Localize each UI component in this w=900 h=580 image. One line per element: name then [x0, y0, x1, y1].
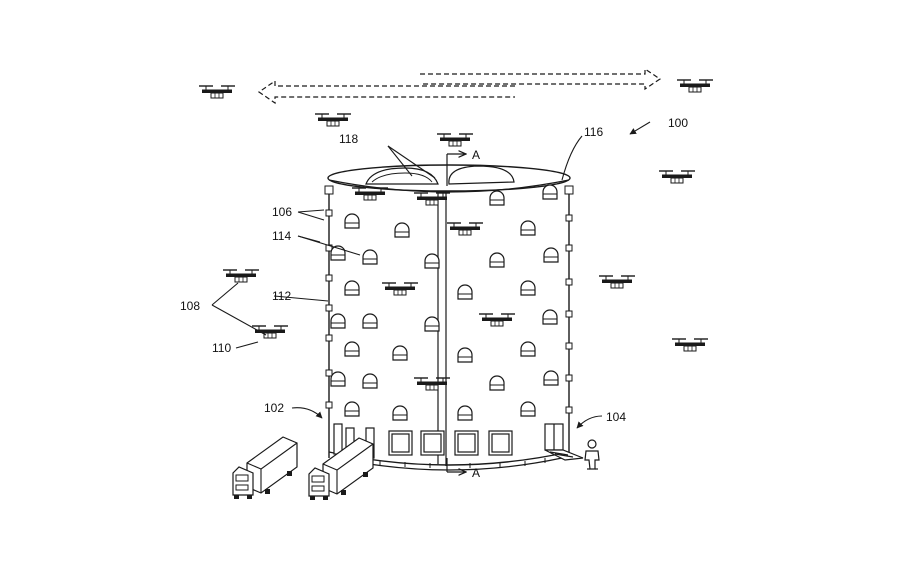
- section-line: [446, 154, 466, 472]
- drone-icon: [436, 133, 474, 147]
- numeral-110: 110: [212, 341, 231, 355]
- drone-icon: [671, 338, 709, 352]
- drone-icon: [251, 325, 289, 339]
- numeral-100: 100: [668, 116, 688, 130]
- leader-lines: [211, 121, 651, 429]
- drone-icon: [222, 269, 260, 283]
- drone-icon: [676, 79, 714, 93]
- drone-icon: [598, 275, 636, 289]
- numeral-102: 102: [264, 401, 284, 415]
- numeral-108: 108: [180, 299, 200, 313]
- truck-icon: [232, 436, 298, 500]
- section-mark-top: A: [472, 148, 480, 162]
- section-mark-bottom: A: [472, 466, 480, 480]
- person-icon: [584, 439, 600, 470]
- numeral-116: 116: [584, 125, 603, 139]
- numeral-112: 112: [272, 289, 291, 303]
- numeral-118: 118: [339, 132, 358, 146]
- numeral-104: 104: [606, 410, 626, 424]
- numeral-114: 114: [272, 229, 291, 243]
- drone-icon: [198, 85, 236, 99]
- drone-icon: [314, 113, 352, 127]
- drone-icon: [658, 170, 696, 184]
- fulfillment-tower: [324, 164, 584, 471]
- numeral-106: 106: [272, 205, 292, 219]
- flight-path-arrows: [257, 67, 662, 105]
